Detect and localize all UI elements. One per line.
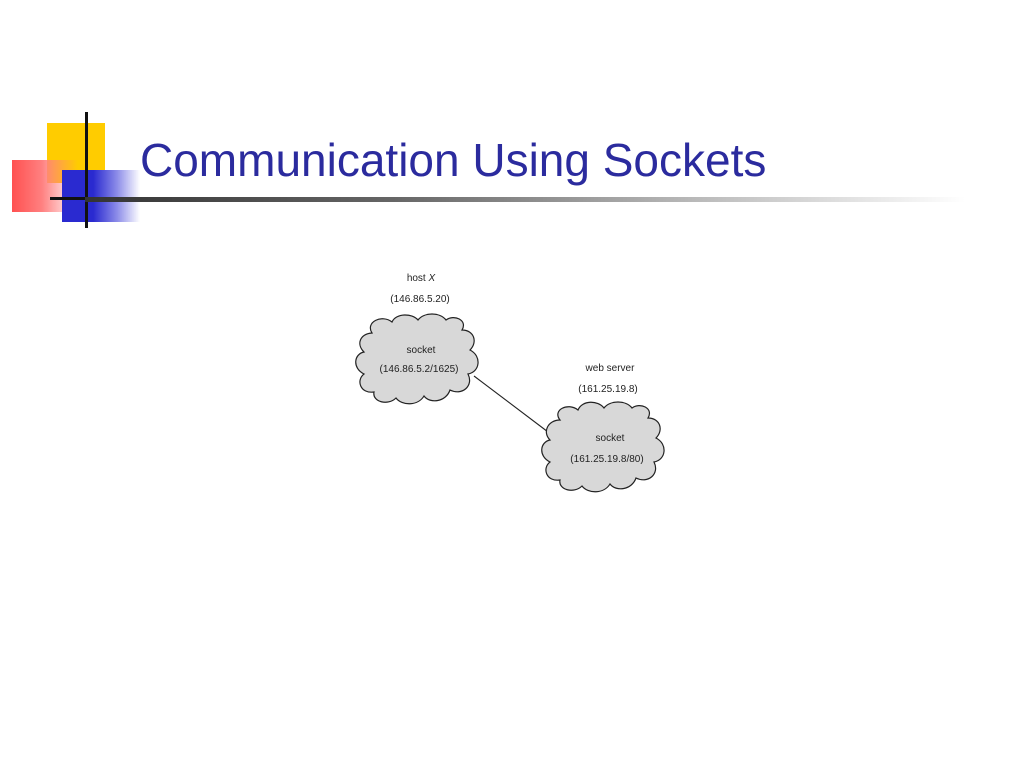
host-socket-cloud: socket (146.86.5.2/1625) (355, 313, 479, 405)
title-underline (85, 197, 965, 202)
blue-square (62, 170, 140, 222)
server-name: web server (585, 363, 636, 374)
host-socket-address: (146.86.5.2/1625) (380, 364, 459, 375)
host-socket-label: socket (407, 345, 436, 356)
server-address: (161.25.19.8) (578, 384, 638, 395)
decoration-vertical-line (85, 112, 88, 228)
server-socket-address: (161.25.19.8/80) (570, 454, 643, 465)
server-socket-label: socket (596, 433, 625, 444)
host-cloud-shape (355, 313, 479, 405)
title-decoration (0, 100, 160, 240)
server-socket-cloud: socket (161.25.19.8/80) (541, 401, 665, 493)
host-name: host X (407, 273, 436, 284)
slide-title: Communication Using Sockets (140, 134, 767, 186)
server-cloud-shape (541, 401, 665, 493)
host-address: (146.86.5.20) (390, 294, 450, 305)
connection-line (473, 375, 557, 439)
